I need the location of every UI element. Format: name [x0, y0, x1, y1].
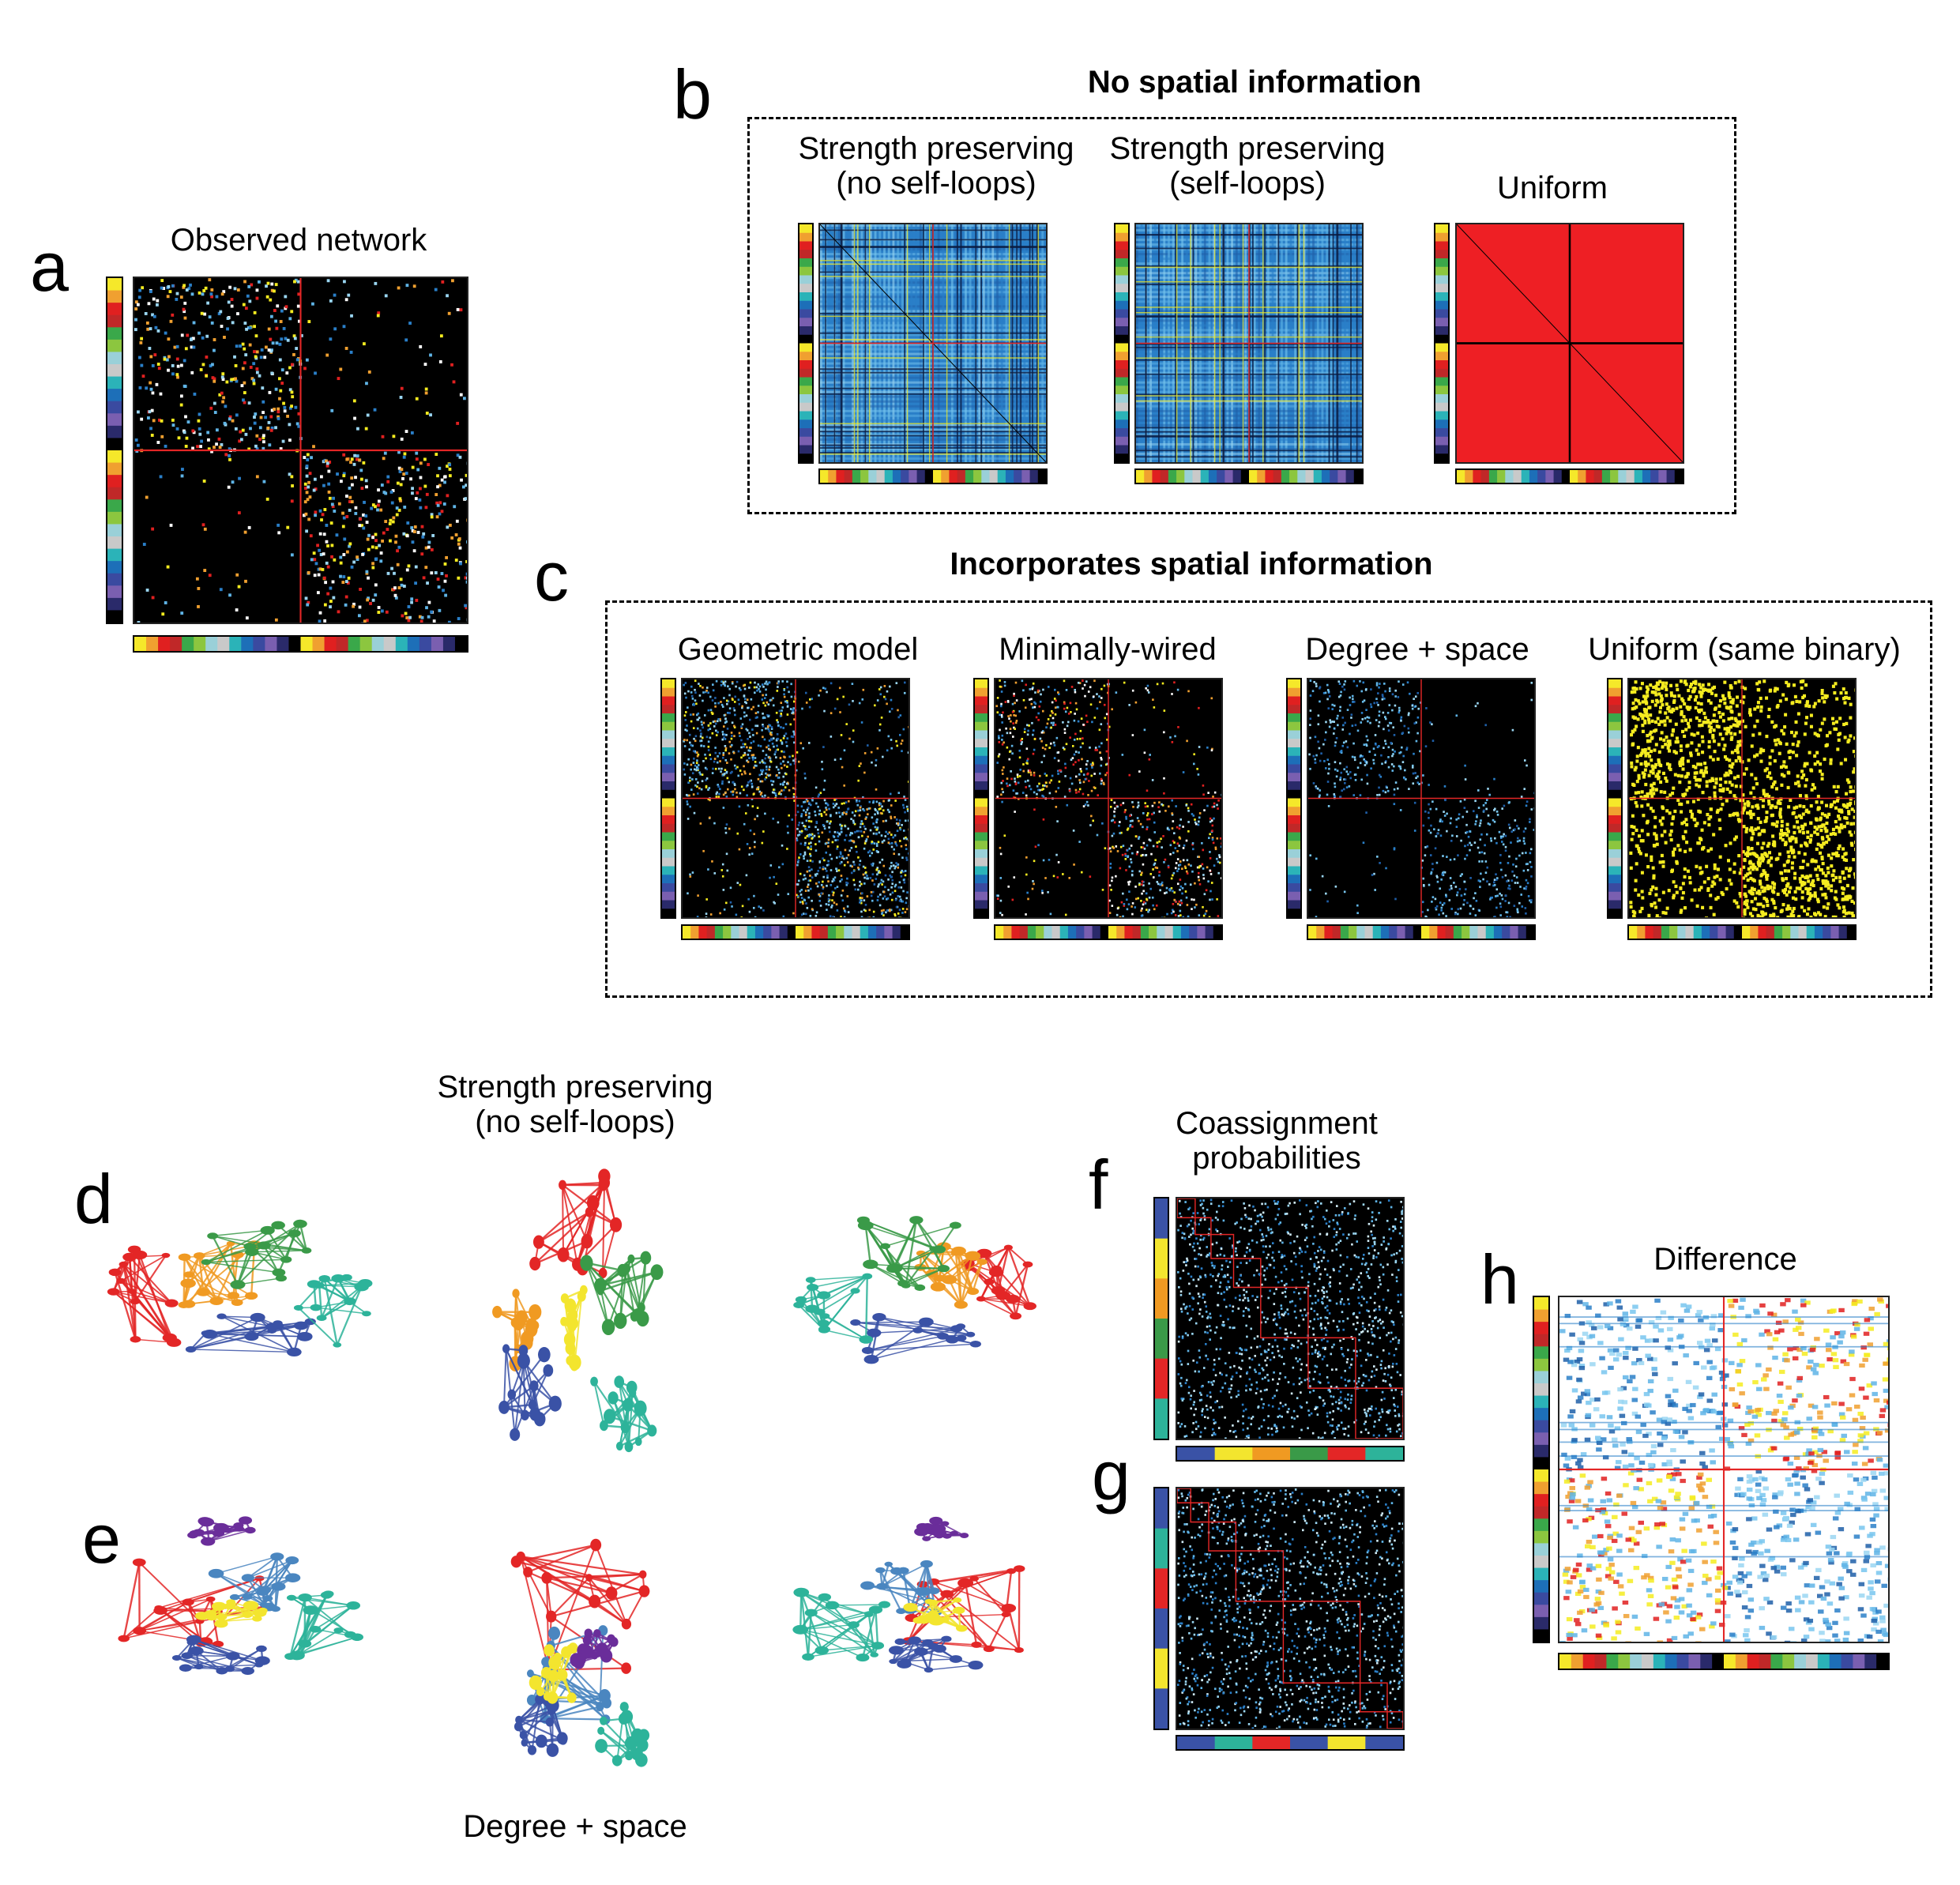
panel-a-bottom-colorbar — [133, 635, 468, 653]
panel-f-bottom-colorbar — [1176, 1446, 1405, 1462]
panel-b3-matrix — [1455, 223, 1684, 464]
panel-c1-matrix — [681, 678, 910, 919]
panel-letter-a: a — [30, 228, 69, 306]
panel-letter-f: f — [1089, 1146, 1108, 1224]
panel-c4-side-colorbar — [1607, 678, 1623, 919]
panel-h-matrix — [1558, 1296, 1890, 1643]
panel-c1-bottom-colorbar — [681, 924, 910, 940]
panel-e-title: Degree + space — [463, 1809, 687, 1844]
panel-letter-c: c — [534, 537, 569, 615]
panel-b2-bottom-colorbar — [1134, 468, 1364, 484]
panel-a-title: Observed network — [170, 223, 427, 258]
panel-b2-side-colorbar — [1114, 223, 1130, 464]
panel-g-matrix — [1176, 1487, 1405, 1730]
panel-letter-e: e — [82, 1499, 121, 1578]
panel-b1-matrix — [818, 223, 1048, 464]
panel-c3-side-colorbar — [1286, 678, 1302, 919]
panel-letter-h: h — [1480, 1240, 1519, 1319]
panel-b-title-1: Strength preserving (no self-loops) — [798, 131, 1074, 201]
panel-letter-d: d — [74, 1160, 113, 1238]
panel-h-side-colorbar — [1533, 1296, 1550, 1643]
panel-c-title-2: Minimally-wired — [999, 632, 1217, 667]
panel-f-side-colorbar — [1153, 1197, 1169, 1440]
panel-e-brain-left-lateral — [100, 1509, 416, 1699]
panel-b1-bottom-colorbar — [818, 468, 1048, 484]
panel-g-side-colorbar — [1153, 1487, 1169, 1730]
panel-e-brain-right-lateral — [749, 1509, 1065, 1699]
panel-f-matrix — [1176, 1197, 1405, 1440]
panel-h-bottom-colorbar — [1558, 1653, 1890, 1670]
panel-c2-matrix — [994, 678, 1223, 919]
panel-c-title-4: Uniform (same binary) — [1588, 632, 1901, 667]
panel-b-header: No spatial information — [1087, 65, 1422, 100]
panel-b1-side-colorbar — [798, 223, 814, 464]
panel-d-brain-left-lateral — [100, 1201, 416, 1390]
panel-b-title-3: Uniform — [1496, 171, 1608, 205]
panel-g-bottom-colorbar — [1176, 1735, 1405, 1751]
panel-letter-b: b — [673, 55, 712, 134]
panel-c2-side-colorbar — [973, 678, 989, 919]
panel-c3-bottom-colorbar — [1307, 924, 1536, 940]
panel-d-brain-top — [449, 1153, 709, 1477]
panel-b-dashed-box — [747, 117, 1736, 514]
panel-c2-bottom-colorbar — [994, 924, 1223, 940]
panel-f-title: Coassignment probabilities — [1176, 1106, 1378, 1176]
panel-a-side-colorbar — [106, 277, 123, 624]
panel-c-title-3: Degree + space — [1305, 632, 1529, 667]
panel-a-matrix — [133, 277, 468, 624]
panel-c-dashed-box — [605, 600, 1932, 998]
panel-c4-bottom-colorbar — [1627, 924, 1857, 940]
panel-c4-matrix — [1627, 678, 1857, 919]
panel-b2-matrix — [1134, 223, 1364, 464]
panel-b3-bottom-colorbar — [1455, 468, 1684, 484]
panel-d-brain-right-lateral — [749, 1201, 1065, 1390]
panel-d-title: Strength preserving (no self-loops) — [437, 1070, 713, 1139]
panel-b3-side-colorbar — [1434, 223, 1450, 464]
panel-h-title: Difference — [1653, 1242, 1797, 1277]
panel-c1-side-colorbar — [660, 678, 676, 919]
panel-e-brain-top — [449, 1493, 709, 1785]
panel-letter-g: g — [1092, 1436, 1130, 1514]
panel-b-title-2: Strength preserving (self-loops) — [1109, 131, 1386, 201]
panel-c3-matrix — [1307, 678, 1536, 919]
panel-c-header: Incorporates spatial information — [950, 547, 1433, 581]
panel-c-title-1: Geometric model — [677, 632, 919, 667]
